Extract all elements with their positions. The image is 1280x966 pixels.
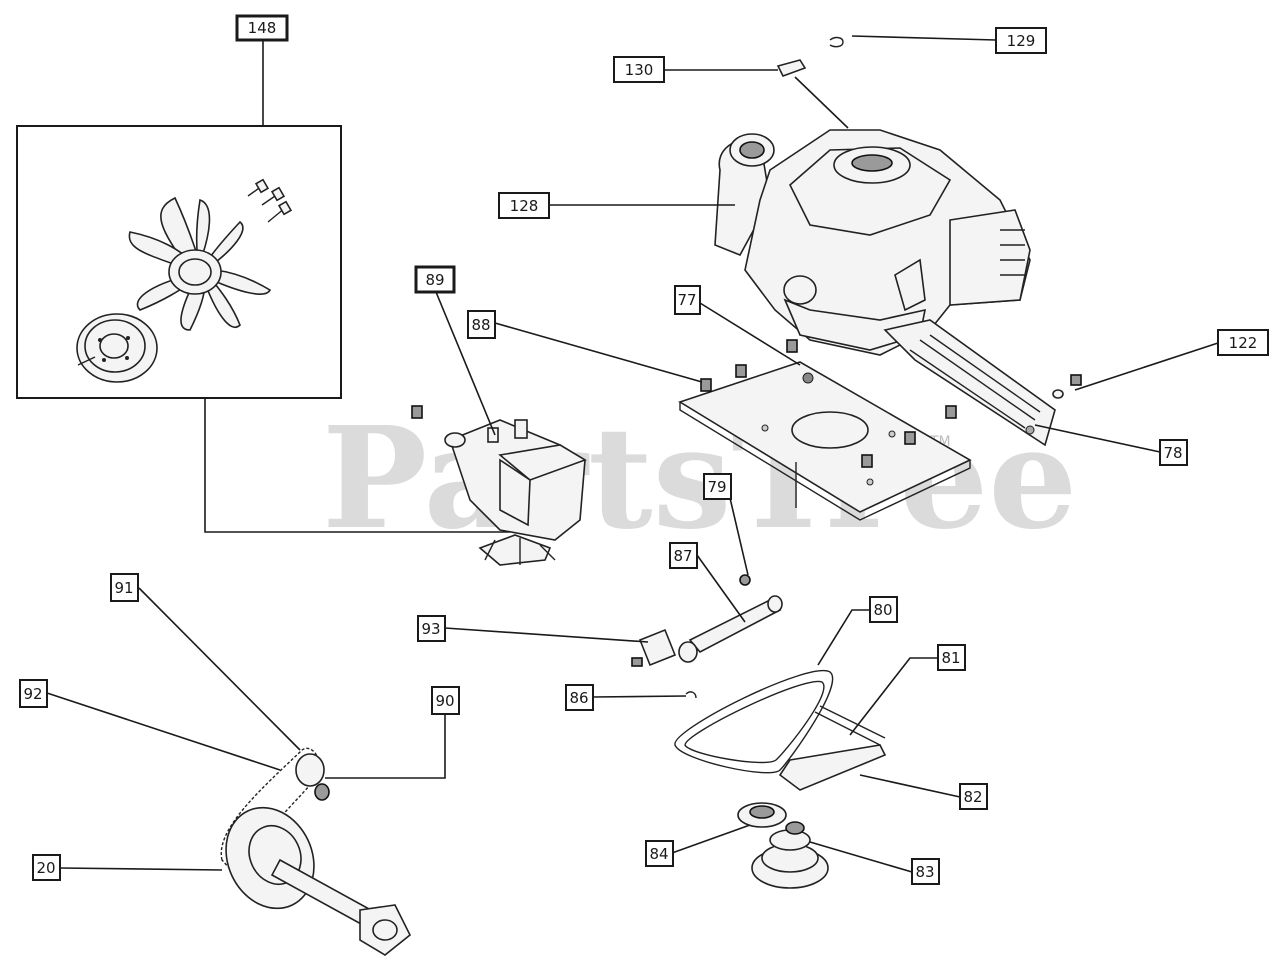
callout-89-label: 89 (425, 271, 444, 289)
callout-148[interactable]: 148 (235, 14, 289, 42)
watermark-text: PartsTree (322, 397, 1077, 561)
callout-81-label: 81 (941, 649, 960, 667)
callout-80-label: 80 (873, 601, 892, 619)
callout-130[interactable]: 130 (613, 56, 665, 83)
callout-92[interactable]: 92 (19, 679, 48, 708)
throttle-bracket (776, 36, 844, 77)
leader-lines (46, 35, 1219, 873)
callout-90[interactable]: 90 (431, 686, 460, 715)
callout-82-label: 82 (963, 788, 982, 806)
drive-shaft-assembly (631, 462, 797, 699)
engine (714, 129, 1031, 356)
callout-77[interactable]: 77 (674, 285, 701, 315)
callout-128-label: 128 (510, 197, 539, 215)
callout-84[interactable]: 84 (645, 840, 674, 867)
callout-78-label: 78 (1163, 444, 1182, 462)
callout-130-label: 130 (625, 61, 654, 79)
fan-bolts (247, 178, 293, 223)
engine-mount-plate (678, 361, 972, 521)
transmission (444, 419, 587, 566)
callout-90-label: 90 (435, 692, 454, 710)
callout-79-label: 79 (707, 478, 726, 496)
callout-91[interactable]: 91 (110, 573, 139, 602)
leader-130-engine (794, 76, 849, 129)
belt-tensioner (674, 669, 887, 791)
callout-20[interactable]: 20 (32, 854, 61, 881)
callout-122[interactable]: 122 (1217, 329, 1269, 356)
slotted-bracket (883, 319, 1056, 447)
callout-91-label: 91 (114, 579, 133, 597)
callout-83-label: 83 (915, 863, 934, 881)
callout-129[interactable]: 129 (995, 27, 1047, 54)
fan-pulley (76, 313, 158, 383)
callout-81[interactable]: 81 (937, 644, 966, 671)
callout-83[interactable]: 83 (911, 858, 940, 885)
callout-20-label: 20 (36, 859, 55, 877)
callout-129-label: 129 (1007, 32, 1036, 50)
callout-93[interactable]: 93 (417, 615, 446, 642)
chain-axle-assembly (220, 747, 412, 956)
bolt-122 (1052, 374, 1082, 399)
callout-86[interactable]: 86 (565, 684, 594, 711)
inset-connector-line (204, 398, 510, 533)
callout-78[interactable]: 78 (1159, 439, 1188, 466)
callout-80[interactable]: 80 (869, 596, 898, 623)
callout-88-label: 88 (471, 316, 490, 334)
inset-fan-detail (16, 125, 342, 399)
callout-87[interactable]: 87 (669, 542, 698, 569)
mount-bolts (411, 339, 957, 468)
callout-79[interactable]: 79 (703, 473, 732, 500)
callout-82[interactable]: 82 (959, 783, 988, 810)
callout-148-label: 148 (248, 19, 277, 37)
callout-93-label: 93 (421, 620, 440, 638)
callout-128[interactable]: 128 (498, 192, 550, 219)
fan-blades (128, 196, 272, 331)
callout-122-label: 122 (1229, 334, 1258, 352)
watermark: PartsTree TM (322, 397, 1077, 561)
callout-77-label: 77 (677, 291, 696, 309)
callout-89[interactable]: 89 (414, 265, 456, 294)
pulleys (737, 802, 829, 889)
callout-87-label: 87 (673, 547, 692, 565)
callout-86-label: 86 (569, 689, 588, 707)
callout-84-label: 84 (649, 845, 668, 863)
callout-92-label: 92 (23, 685, 42, 703)
callout-88[interactable]: 88 (467, 310, 496, 339)
